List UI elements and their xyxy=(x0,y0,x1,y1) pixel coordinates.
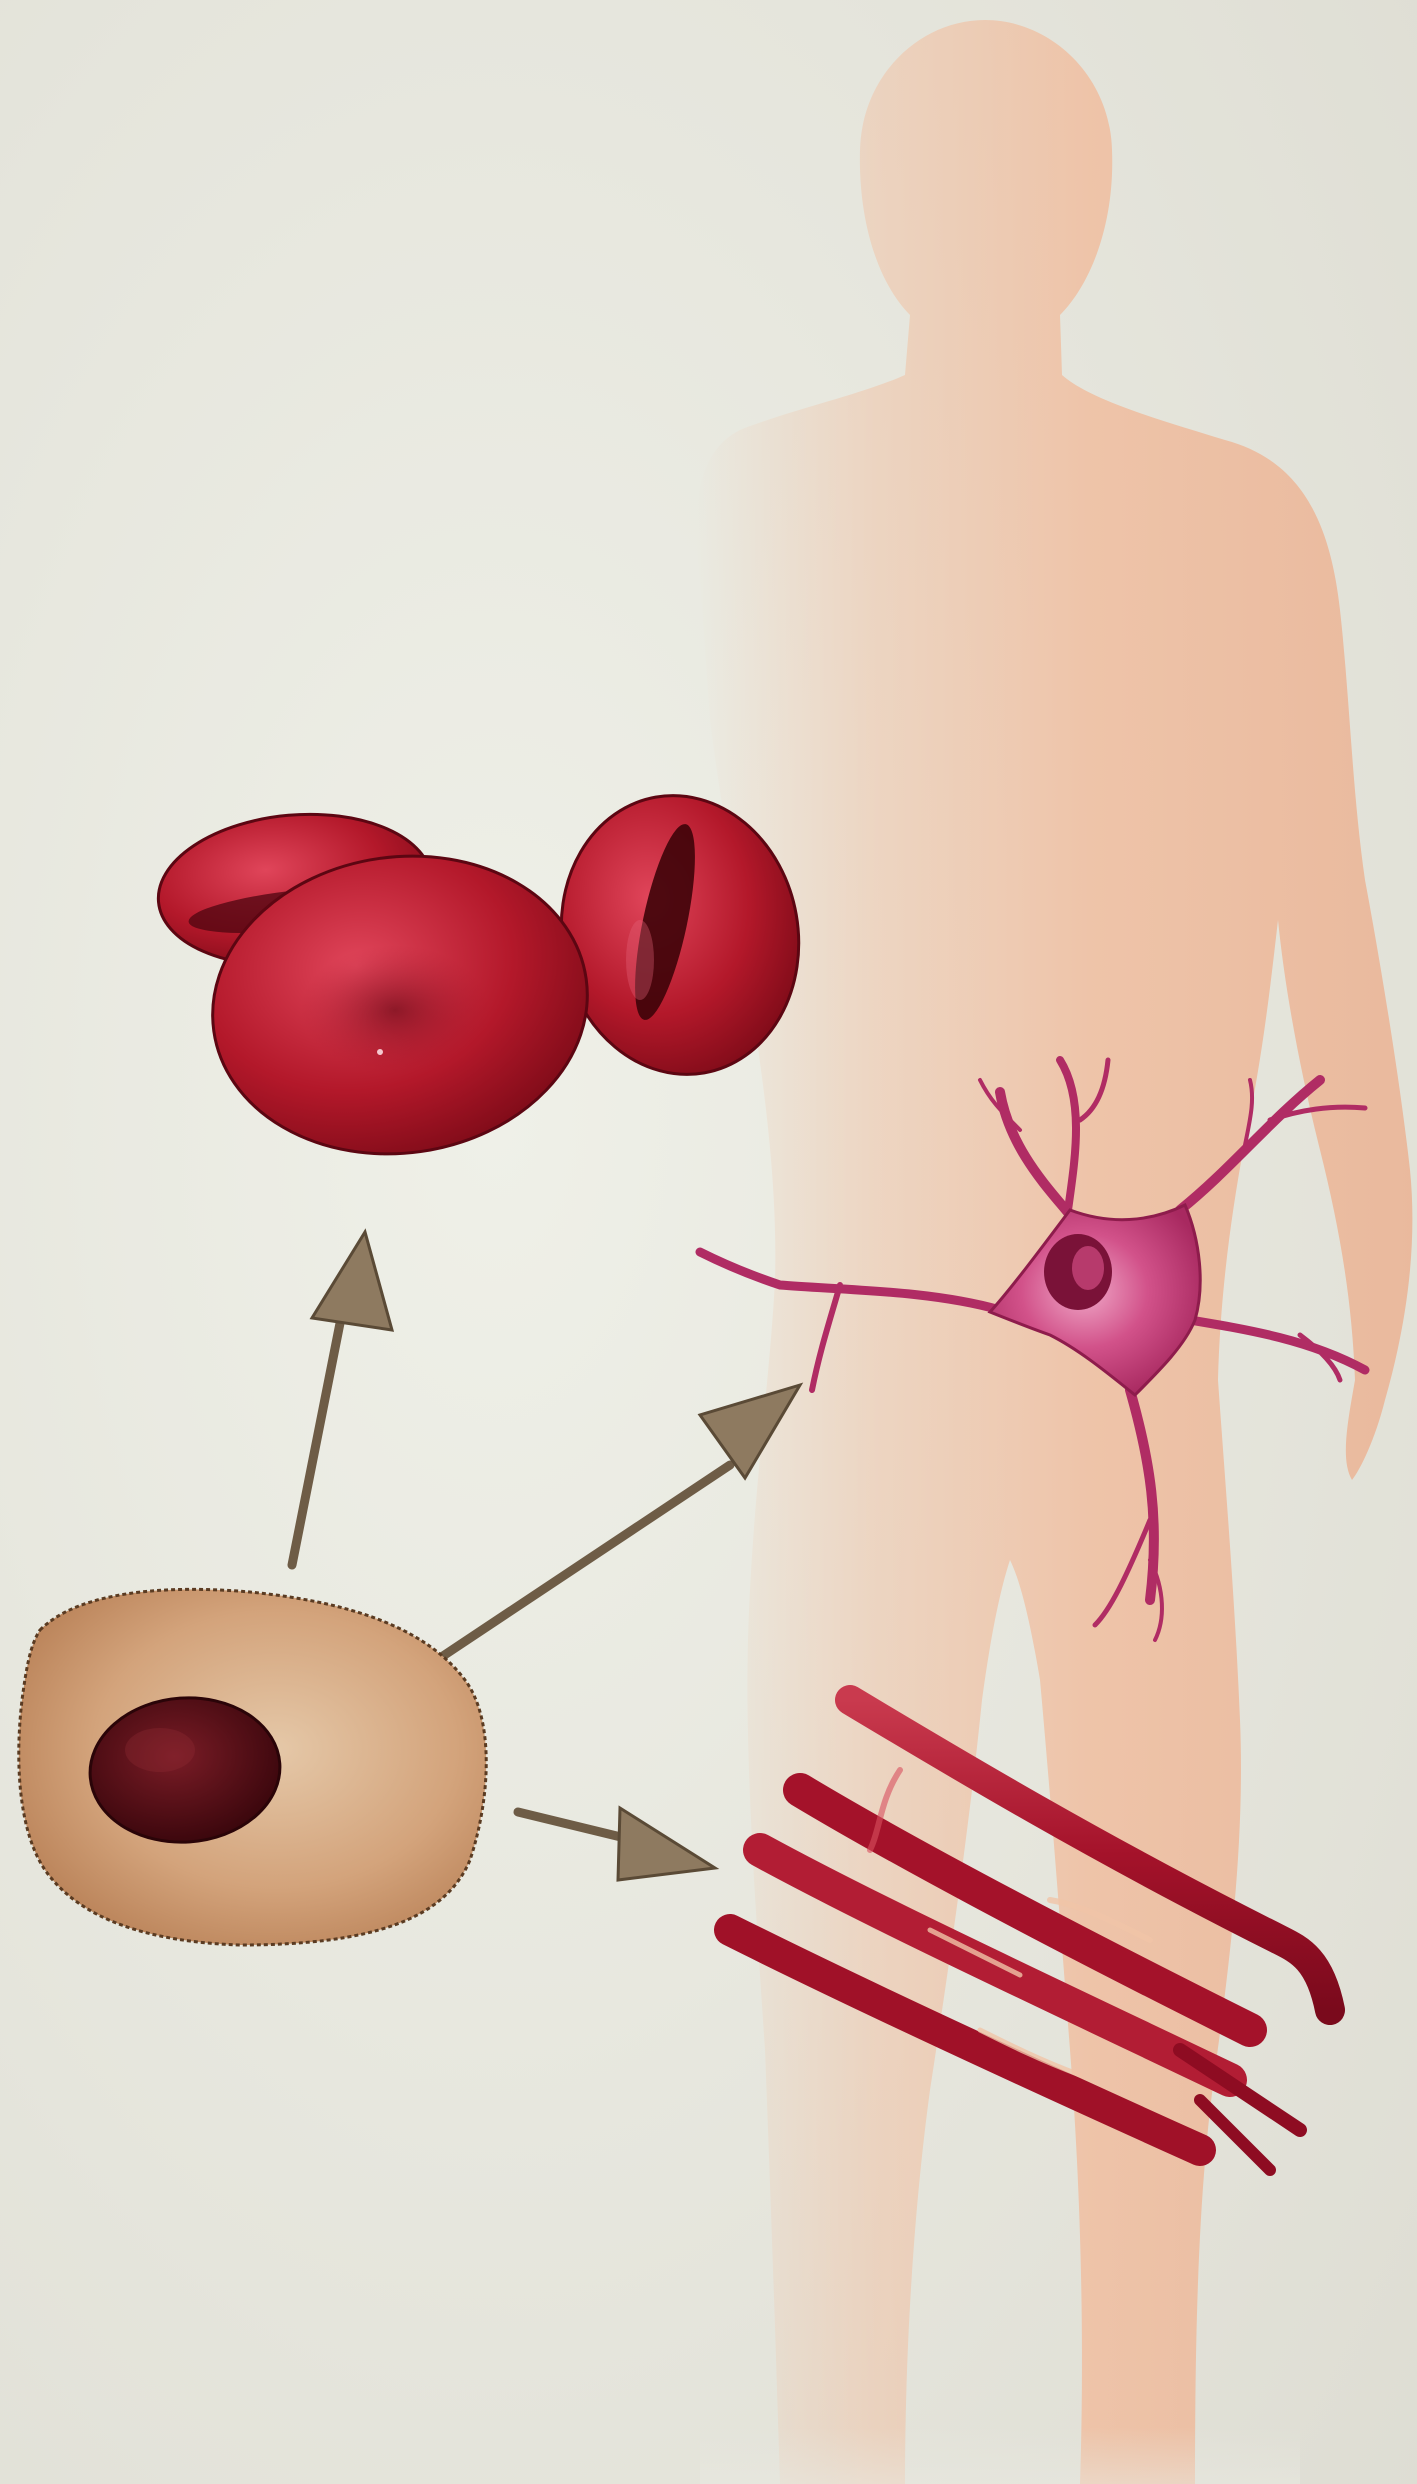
nerve-cell-nucleus xyxy=(1044,1234,1112,1310)
stem-cell xyxy=(19,1589,486,1945)
